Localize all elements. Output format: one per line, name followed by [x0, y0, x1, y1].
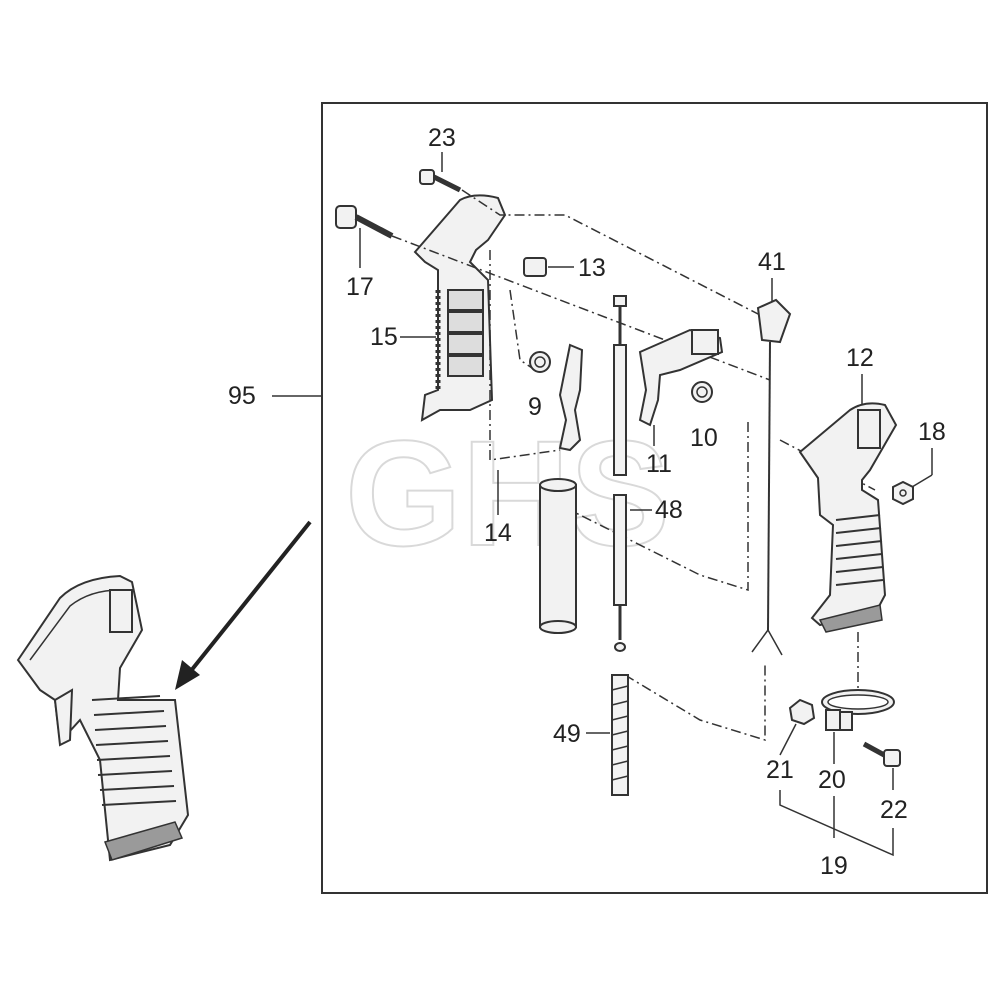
part-18-nut — [892, 480, 914, 506]
label-15: 15 — [370, 323, 398, 351]
label-22: 22 — [880, 796, 908, 824]
label-95: 95 — [228, 382, 256, 410]
group-bracket-19 — [779, 790, 894, 857]
label-11: 11 — [646, 450, 672, 478]
label-49: 49 — [553, 720, 581, 748]
part-13-nut — [523, 257, 547, 277]
part-14-lever — [558, 343, 584, 452]
label-18: 18 — [918, 418, 946, 446]
part-20-clamp — [821, 689, 895, 731]
part-15-handle-half — [413, 194, 507, 422]
label-19: 19 — [820, 852, 848, 880]
part-23-screw — [419, 169, 462, 193]
part-41-cable — [751, 298, 792, 656]
label-14: 14 — [484, 519, 512, 547]
tube-part — [539, 478, 577, 634]
diagram-frame — [321, 102, 988, 894]
part-11-trigger — [638, 328, 724, 427]
label-21: 21 — [766, 756, 794, 784]
part-10-spring — [691, 381, 713, 403]
part-17-screw — [335, 205, 394, 239]
label-17: 17 — [346, 273, 374, 301]
label-10: 10 — [690, 424, 718, 452]
assembled-handle-image — [16, 574, 190, 862]
label-13: 13 — [578, 254, 606, 282]
part-21-nut — [788, 698, 816, 726]
label-20: 20 — [818, 766, 846, 794]
part-12-handle-half — [798, 402, 898, 633]
label-23: 23 — [428, 124, 456, 152]
label-48: 48 — [655, 496, 683, 524]
part-49-spring — [611, 674, 629, 796]
part-22-bolt — [862, 741, 901, 767]
label-9: 9 — [528, 393, 542, 421]
label-41: 41 — [758, 248, 786, 276]
part-48-rod — [613, 295, 627, 652]
part-9-spring — [529, 351, 551, 373]
label-12: 12 — [846, 344, 874, 372]
assembly-arrow — [175, 520, 312, 690]
